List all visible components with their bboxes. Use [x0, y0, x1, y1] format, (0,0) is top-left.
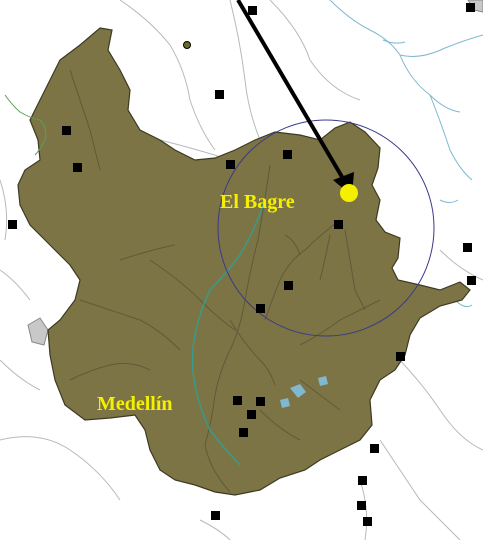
square-marker-icon [467, 276, 476, 285]
square-marker-icon [334, 220, 343, 229]
square-marker-icon [215, 90, 224, 99]
road [269, 0, 361, 101]
square-marker-icon [211, 511, 220, 520]
river [264, 219, 341, 321]
river [229, 319, 276, 386]
main-river [191, 199, 266, 466]
dot-marker-icon [183, 41, 191, 49]
lake [280, 398, 290, 408]
river [204, 164, 271, 493]
river [319, 234, 331, 281]
square-marker-icon [358, 476, 367, 485]
square-marker-icon [8, 220, 17, 229]
river [149, 259, 236, 331]
square-marker-icon [357, 501, 366, 510]
square-marker-icon [248, 6, 257, 15]
road [389, 349, 483, 451]
town-markers [8, 3, 476, 526]
river [259, 409, 301, 441]
square-marker-icon [370, 444, 379, 453]
background-river [329, 0, 483, 57]
square-marker-icon [239, 428, 248, 437]
road [199, 519, 231, 540]
square-marker-icon [283, 150, 292, 159]
road [439, 249, 483, 281]
square-marker-icon [247, 410, 256, 419]
road [229, 0, 261, 141]
square-marker-icon [233, 396, 242, 405]
river [69, 362, 151, 381]
internal-rivers [69, 69, 381, 493]
label-medellin: Medellín [97, 393, 173, 415]
lakes [280, 376, 328, 408]
road [359, 479, 368, 540]
road [0, 359, 41, 391]
square-marker-icon [226, 160, 235, 169]
yellow-dot-icon [340, 184, 358, 202]
label-el-bagre: El Bagre [220, 191, 295, 213]
river [69, 69, 101, 171]
lake [318, 376, 328, 386]
river [284, 234, 301, 256]
square-marker-icon [463, 243, 472, 252]
lake [290, 384, 306, 398]
square-marker-icon [396, 352, 405, 361]
square-marker-icon [256, 304, 265, 313]
background-river [399, 54, 461, 113]
background-river [382, 39, 406, 44]
river [299, 379, 341, 411]
neighbor-region [27, 317, 49, 346]
square-marker-icon [73, 163, 82, 172]
road [0, 269, 31, 301]
road [379, 439, 461, 540]
background-rivers [329, 0, 483, 308]
background-river [429, 94, 473, 181]
river [119, 244, 176, 261]
road [119, 0, 216, 151]
road [0, 179, 8, 241]
coastline [4, 94, 47, 156]
square-marker-icon [363, 517, 372, 526]
radius-circle [217, 119, 435, 337]
background-river [439, 199, 459, 203]
square-marker-icon [466, 3, 475, 12]
square-marker-icon [256, 397, 265, 406]
square-marker-icon [62, 126, 71, 135]
river [79, 299, 181, 351]
river [344, 229, 366, 311]
river [299, 299, 381, 346]
road [0, 436, 121, 501]
department-region [17, 27, 471, 496]
square-marker-icon [284, 281, 293, 290]
